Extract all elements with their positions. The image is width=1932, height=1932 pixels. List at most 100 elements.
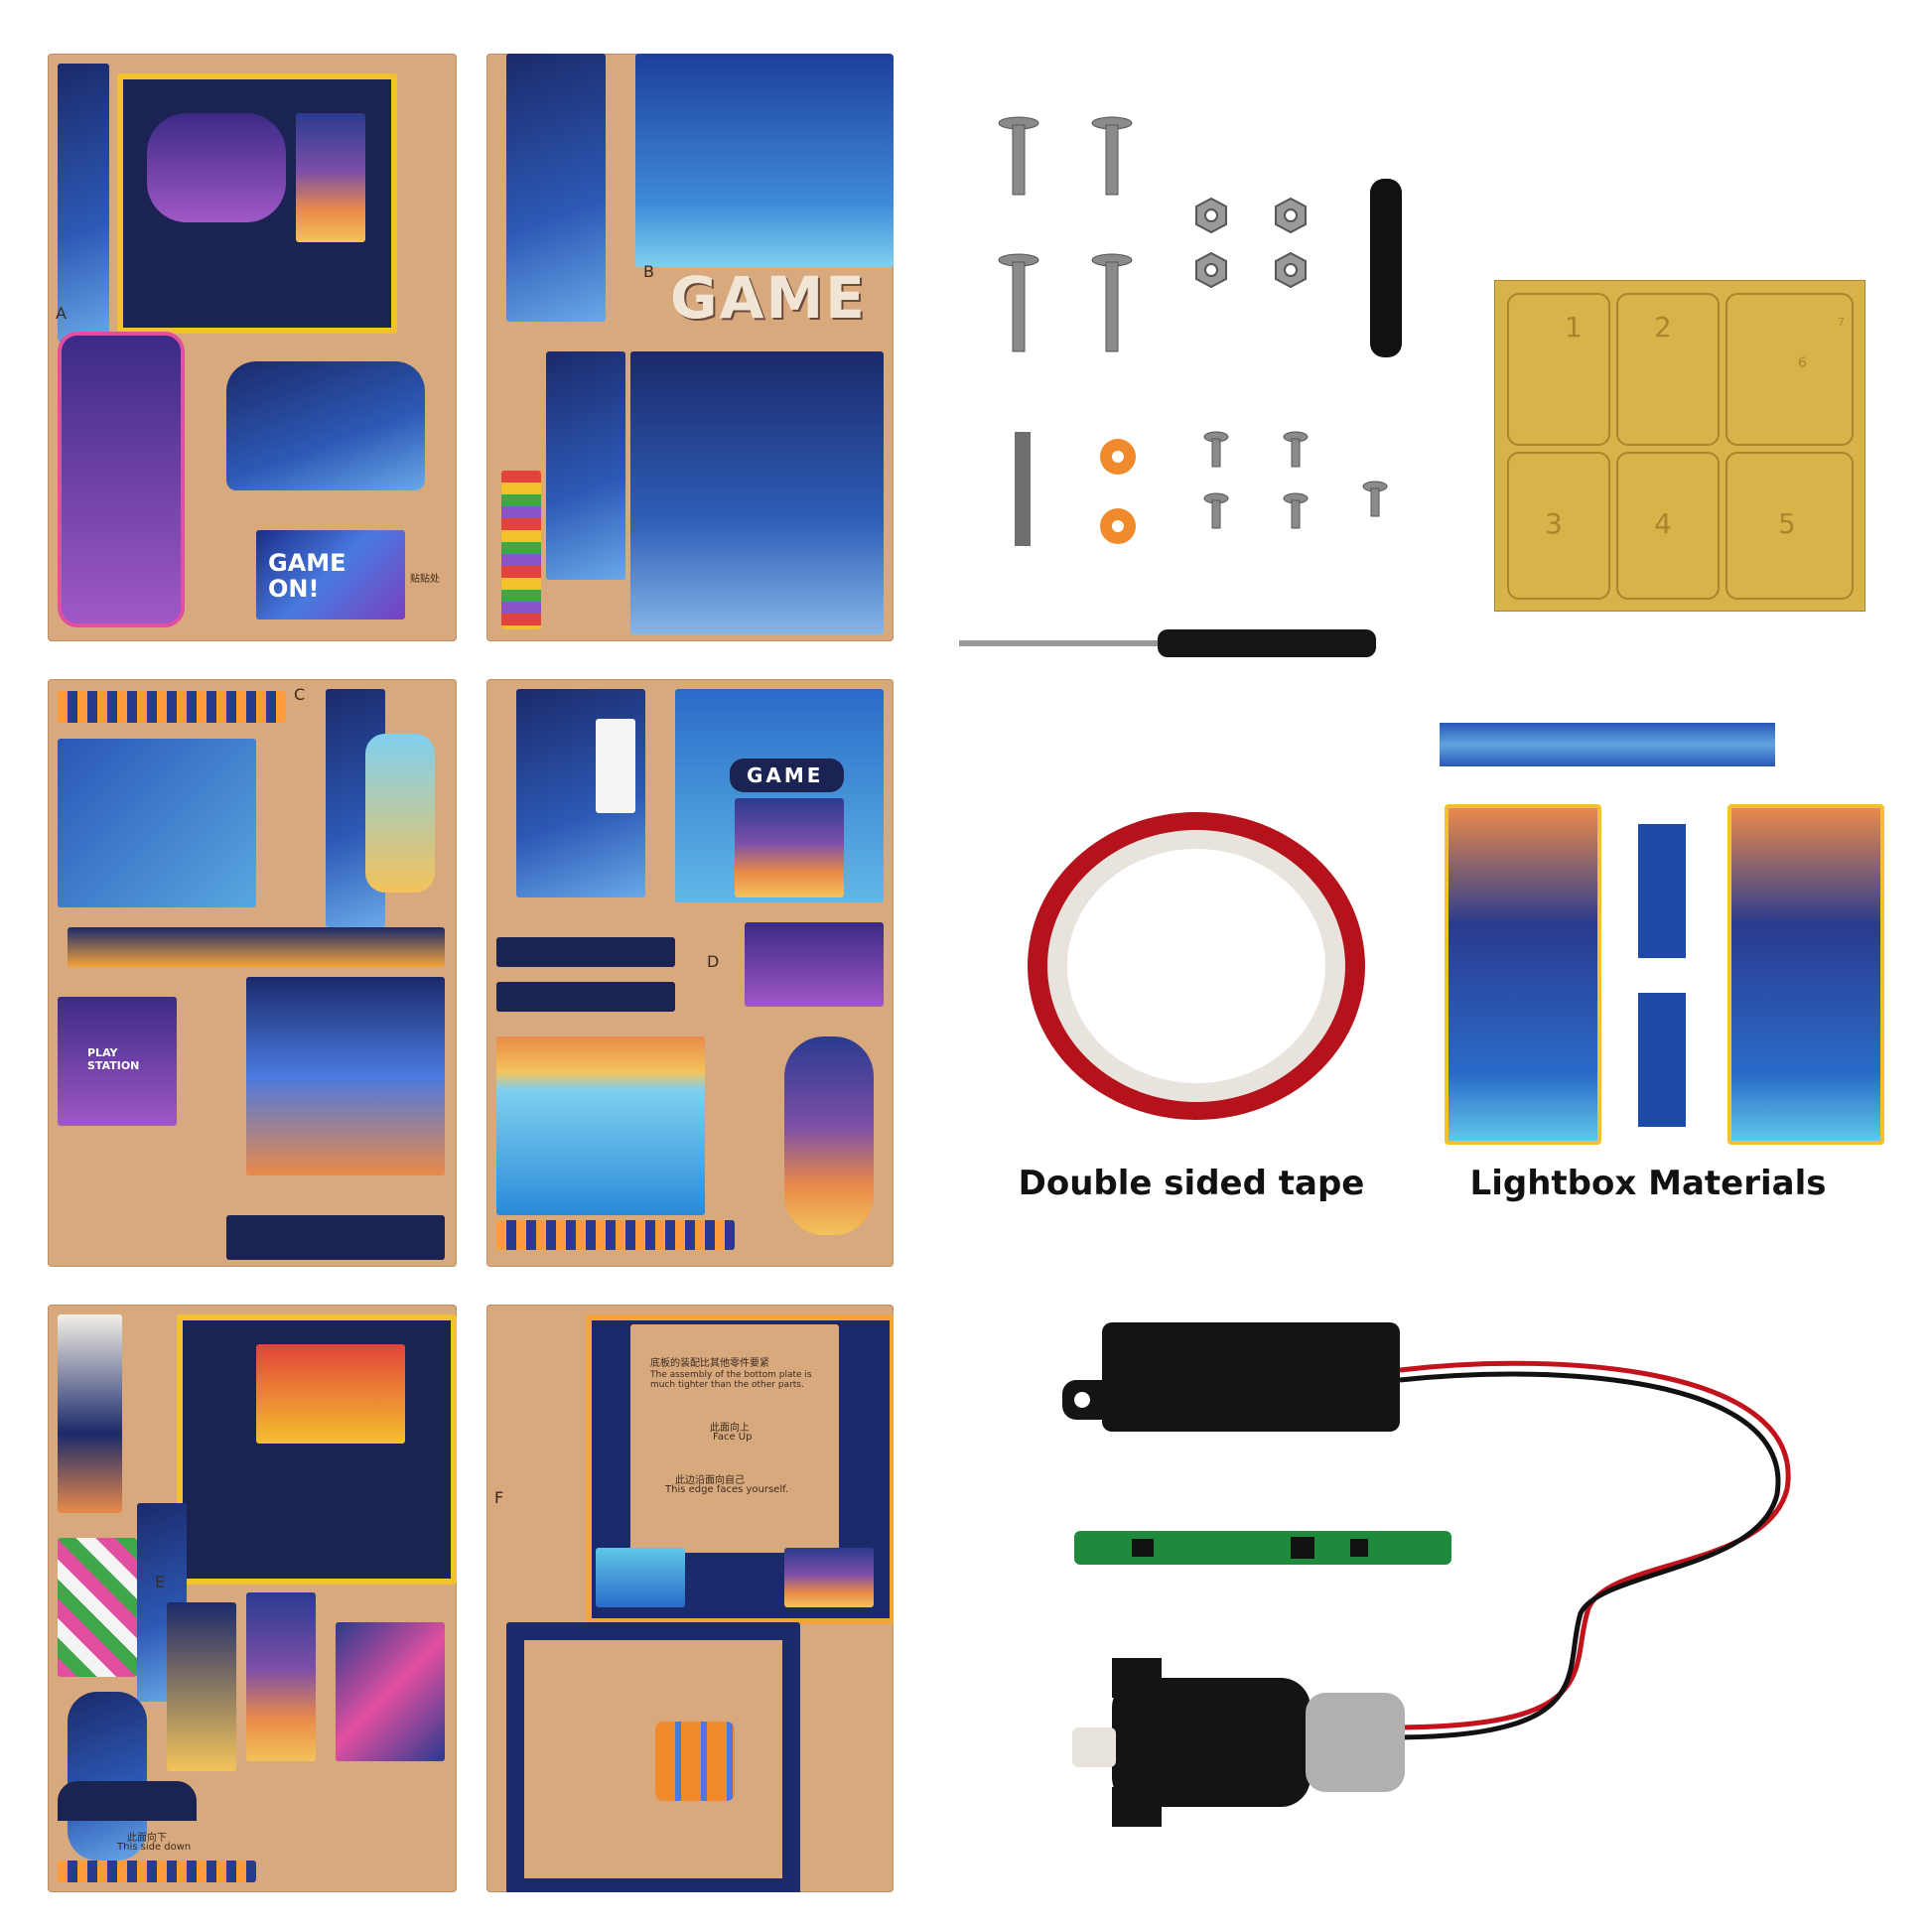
doorway <box>735 798 844 897</box>
triangle-panel <box>296 113 365 242</box>
long-bar <box>68 927 445 967</box>
sheet-a-letter: A <box>56 304 67 323</box>
bottom-stripe <box>496 1220 735 1250</box>
lightbox-panel-right <box>1727 804 1884 1145</box>
bottom-stripe <box>58 1861 256 1882</box>
motor-icon <box>1072 1658 1405 1827</box>
screwdriver-icon <box>959 629 1376 657</box>
play-station-text: PLAY STATION <box>87 1046 140 1072</box>
sheet-c-letter: C <box>294 685 306 704</box>
switch-bracket-icon <box>1370 179 1402 357</box>
game-title: GAME <box>670 264 867 332</box>
lightbox-caption: Lightbox Materials <box>1469 1164 1827 1203</box>
sheet-d-letter: D <box>707 952 720 971</box>
dice-number-7: 7 <box>1838 316 1845 329</box>
tetris-column <box>501 471 541 629</box>
sheet-f-edge-cn: 此边沿面向自己 <box>675 1475 745 1486</box>
cabinet-front <box>630 351 884 634</box>
sheet-e-letter: E <box>155 1573 166 1591</box>
sheet-f-note-en: The assembly of the bottom plate is much… <box>650 1370 812 1390</box>
game-on-screen <box>256 530 405 620</box>
screw-icon <box>998 116 1133 352</box>
side-strip <box>506 54 606 322</box>
landscape-panel <box>496 1036 705 1215</box>
sheet-c: PLAY STATION C <box>48 679 457 1267</box>
tape-roll-icon <box>1028 812 1365 1120</box>
lightbox-connector-top <box>1638 824 1686 958</box>
marquee-text: GAME <box>747 763 824 787</box>
sheet-f-faceup-en: Face Up <box>713 1432 753 1443</box>
dice-number-1: 1 <box>1565 311 1583 344</box>
dice-net-6 <box>1725 293 1854 446</box>
dice-net-1 <box>1507 293 1610 446</box>
sheet-a: GAME ON! A 贴贴处 <box>48 54 457 641</box>
lightbox-connector-bottom <box>1638 993 1686 1127</box>
dice-board: 1 2 3 4 5 6 7 <box>1494 280 1865 612</box>
lightbox-panel-left <box>1445 804 1601 1145</box>
bottom-strip <box>226 1215 445 1260</box>
sheet-b: GAME B <box>486 54 894 641</box>
button-grid <box>655 1722 735 1801</box>
capsule-panel <box>784 1036 874 1235</box>
lightbox-strip <box>1440 723 1775 766</box>
top-stripe <box>58 691 286 723</box>
door-cutout <box>596 719 635 813</box>
sheet-e-bottom-en: This side down <box>117 1842 192 1853</box>
sheet-f: 底板的装配比其他零件要紧 The assembly of the bottom … <box>486 1305 894 1892</box>
sheet-f-faceup-cn: 此面向上 <box>710 1423 750 1434</box>
tape-caption: Double sided tape <box>1018 1164 1365 1203</box>
dice-number-6: 6 <box>1798 355 1807 371</box>
small-screw-icon <box>1203 431 1388 529</box>
sheet-e-bottom-cn: 此面向下 <box>127 1833 167 1844</box>
sheet-e: 此面向下 This side down E <box>48 1305 457 1892</box>
game-on-text: GAME ON! <box>268 549 346 603</box>
dice-number-2: 2 <box>1654 311 1672 344</box>
window-panel <box>365 734 435 893</box>
comet-panel <box>167 1602 236 1771</box>
circuit-panel <box>546 351 625 580</box>
washer-icon <box>1100 439 1136 544</box>
handheld-console <box>58 332 185 627</box>
arcade-screen <box>58 997 177 1126</box>
dice-net-5 <box>1725 452 1854 600</box>
electronics-group <box>1062 1322 1791 1827</box>
axle-rod-icon <box>1015 432 1031 546</box>
bar-2 <box>496 982 675 1012</box>
dice-net-3 <box>1507 452 1610 600</box>
dice-number-4: 4 <box>1654 507 1672 540</box>
hardware-group <box>959 116 1402 657</box>
dice-number-5: 5 <box>1778 507 1796 540</box>
sheet-f-letter: F <box>494 1488 504 1507</box>
controller-shape <box>226 361 425 490</box>
bar-1 <box>496 937 675 967</box>
sheet-f-edge-en: This edge faces yourself. <box>665 1484 789 1495</box>
dice-net-2 <box>1616 293 1720 446</box>
pillar-panel <box>246 1592 316 1761</box>
dice-number-3: 3 <box>1545 507 1563 540</box>
pcb-board-icon <box>1074 1531 1451 1565</box>
tunnel-panel <box>336 1622 445 1761</box>
arcade-machine <box>58 1314 122 1513</box>
chevron-panel <box>745 922 884 1007</box>
bottom-plate-inner <box>630 1324 839 1553</box>
arrow-left-block <box>596 1548 685 1607</box>
sheet-d: GAME D <box>486 679 894 1267</box>
hex-nut-icon <box>1195 197 1307 289</box>
sheet-b-letter: B <box>643 262 654 281</box>
platform-game <box>256 1344 405 1444</box>
square-frame <box>506 1622 800 1892</box>
bottom-arch <box>58 1781 197 1821</box>
square-panel <box>58 739 256 907</box>
dice-net-4 <box>1616 452 1720 600</box>
marquee-sign <box>730 759 844 792</box>
gamepad-graphic <box>147 113 286 222</box>
chevron-capsule <box>68 1692 147 1861</box>
arrow-right-block <box>784 1548 874 1607</box>
sheet-f-note-cn: 底板的装配比其他零件要紧 <box>650 1358 769 1369</box>
battery-box-icon <box>1062 1322 1400 1432</box>
hexagon-panel <box>635 54 894 267</box>
side-strip-left <box>58 64 109 342</box>
large-panel <box>246 977 445 1175</box>
sheet-a-note: 贴贴处 <box>410 574 440 585</box>
tetris-blocks <box>58 1538 137 1677</box>
